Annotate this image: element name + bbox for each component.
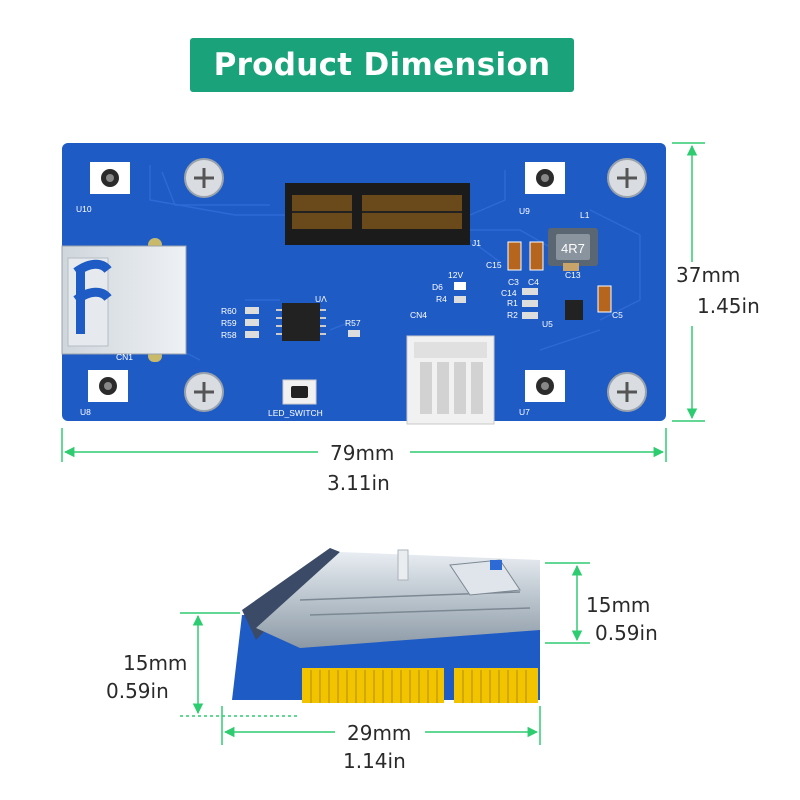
pcb-board [62,143,666,421]
label-cn1: CN1 [116,352,133,362]
screw-icon [607,372,647,412]
pcb-traces [130,165,641,361]
side-housing-edge [242,548,340,640]
label-u8: U8 [80,407,91,417]
label-u10: U10 [76,204,92,214]
inductor-l1: L1 4R7 [548,210,598,266]
label-c13: C13 [565,270,581,280]
dimension-side-left: 15mm 0.59in [106,612,300,717]
label-u7: U7 [519,407,530,417]
side-width-in: 1.14in [343,749,406,773]
pcie-slot: J1 [285,183,481,248]
screw-icon [184,372,224,412]
label-12v: 12V [448,270,463,280]
dimension-side-width: 29mm 1.14in [221,706,541,773]
capacitors: C15 C3 C4 C13 C14 C5 12V D6 R4 R1 R2 U5 [432,241,623,329]
top-width-mm: 79mm [330,441,394,465]
side-view [232,548,540,703]
label-j1: J1 [472,238,481,248]
label-u9: U9 [519,206,530,216]
chip-ua: UɅ R60 R59 R58 R57 [221,294,361,341]
label-r2: R2 [507,310,518,320]
label-r57: R57 [345,318,361,328]
banner-title: Product Dimension [213,47,551,83]
label-r59: R59 [221,318,237,328]
label-c3: C3 [508,277,519,287]
label-r1: R1 [507,298,518,308]
label-c4: C4 [528,277,539,287]
dimension-side-upper: 15mm 0.59in [545,562,658,645]
chip-u9: U9 [519,162,565,216]
chip-u10: U10 [76,162,130,214]
label-c15: C15 [486,260,502,270]
label-led-switch: LED_SWITCH [268,408,323,418]
side-width-mm: 29mm [347,721,411,745]
label-r4: R4 [436,294,447,304]
side-upper-in: 0.59in [595,621,658,645]
label-r58: R58 [221,330,237,340]
title-banner: Product Dimension [190,38,574,92]
screw-icon [184,158,224,198]
top-width-in: 3.11in [327,471,390,495]
pcb-top-view: U10 U9 U8 U7 [61,143,666,425]
chip-u8: U8 [80,370,128,417]
side-left-mm: 15mm [123,651,187,675]
label-c14: C14 [501,288,517,298]
label-ua: UɅ [315,294,327,304]
side-left-in: 0.59in [106,679,169,703]
screw-icon [607,158,647,198]
top-height-mm: 37mm [676,263,740,287]
label-d6: D6 [432,282,443,292]
chip-u7: U7 [519,370,565,417]
label-u5: U5 [542,319,553,329]
label-c5: C5 [612,310,623,320]
label-l1: L1 [580,210,590,220]
side-upper-mm: 15mm [586,593,650,617]
label-inductor: 4R7 [561,241,585,256]
top-height-in: 1.45in [697,294,760,318]
cn4-connector: CN4 [406,310,495,425]
label-r60: R60 [221,306,237,316]
dimension-top-height: 37mm 1.45in [672,142,760,422]
gold-fingers [302,668,538,703]
usb-port: CN1 [61,238,187,362]
dimension-top-width: 79mm 3.11in [61,428,667,495]
led-switch: LED_SWITCH [268,379,323,418]
label-cn4: CN4 [410,310,427,320]
